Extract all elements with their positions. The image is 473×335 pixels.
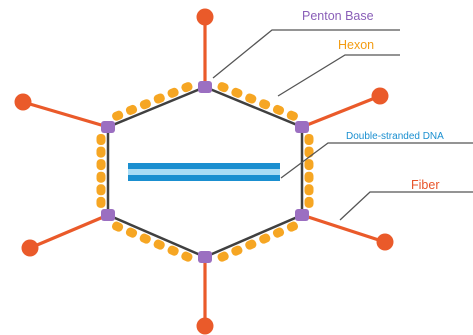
fiber-knob [14,93,32,111]
hexon-capsomere [167,87,179,98]
hexon-capsomere [96,171,106,183]
hexon-capsomere [304,171,314,183]
dna-label: Double-stranded DNA [346,131,444,142]
hexon-capsomere [181,251,193,262]
hexon-capsomere [167,245,179,256]
hexons-group [96,82,314,262]
hexon-leader [277,54,400,97]
penton-base-capsomere [295,209,309,221]
hexon-capsomere [231,245,243,256]
fiber-knob [371,87,389,105]
hexon-capsomere [181,82,193,93]
hexon-capsomere [217,251,229,262]
hexon-capsomere [96,196,106,208]
hexon-capsomere [259,99,271,110]
fiber-shaft [301,94,381,129]
hexon-capsomere [259,233,271,244]
hexon-capsomere [96,133,106,145]
fiber-knob [196,317,214,335]
dna-strand-top [128,163,280,169]
fiber-label: Fiber [411,178,439,192]
fibers-group [14,8,394,335]
hexon-capsomere [231,87,243,98]
penton-base-label: Penton Base [302,9,374,23]
fiber-shaft [29,213,109,250]
hexon-capsomere [111,221,124,232]
hexon-capsomere [304,146,314,158]
penton-base-capsomere [101,121,115,133]
hexon-capsomere [139,233,151,244]
hexon-label: Hexon [338,38,374,52]
penton-base-capsomere [101,209,115,221]
dna-leader [280,142,473,179]
penton-base-leader [212,29,400,79]
hexon-capsomere [96,146,106,158]
hexon-capsomere [272,104,285,115]
fiber-shaft [301,213,386,244]
hexon-capsomere [139,99,151,110]
hexon-capsomere [217,82,229,93]
fiber-knob [376,233,394,251]
hexon-capsomere [286,221,299,232]
dna-strand-middle [128,169,280,175]
pentons-group [101,81,309,263]
hexon-capsomere [304,196,314,208]
penton-base-capsomere [198,81,212,93]
hexon-capsomere [245,93,257,104]
hexon-capsomere [304,159,314,171]
hexon-capsomere [125,227,138,238]
hexon-capsomere [153,93,165,104]
hexon-capsomere [304,184,314,196]
hexon-capsomere [153,239,165,250]
hexon-capsomere [112,110,124,121]
penton-base-capsomere [295,121,309,133]
fiber-knob [21,239,39,257]
leader-lines [212,29,473,221]
hexon-capsomere [286,110,298,121]
fiber-knob [196,8,214,26]
hexon-capsomere [245,239,257,250]
hexon-capsomere [272,227,285,238]
hexon-capsomere [96,184,106,196]
hexon-capsomere [125,104,138,115]
fiber-leader [339,191,473,221]
dna-strand-bottom [128,175,280,181]
dna-strands [128,163,280,181]
hexon-capsomere [96,159,106,171]
penton-base-capsomere [198,251,212,263]
fiber-shaft [22,100,109,129]
hexon-capsomere [304,133,314,145]
